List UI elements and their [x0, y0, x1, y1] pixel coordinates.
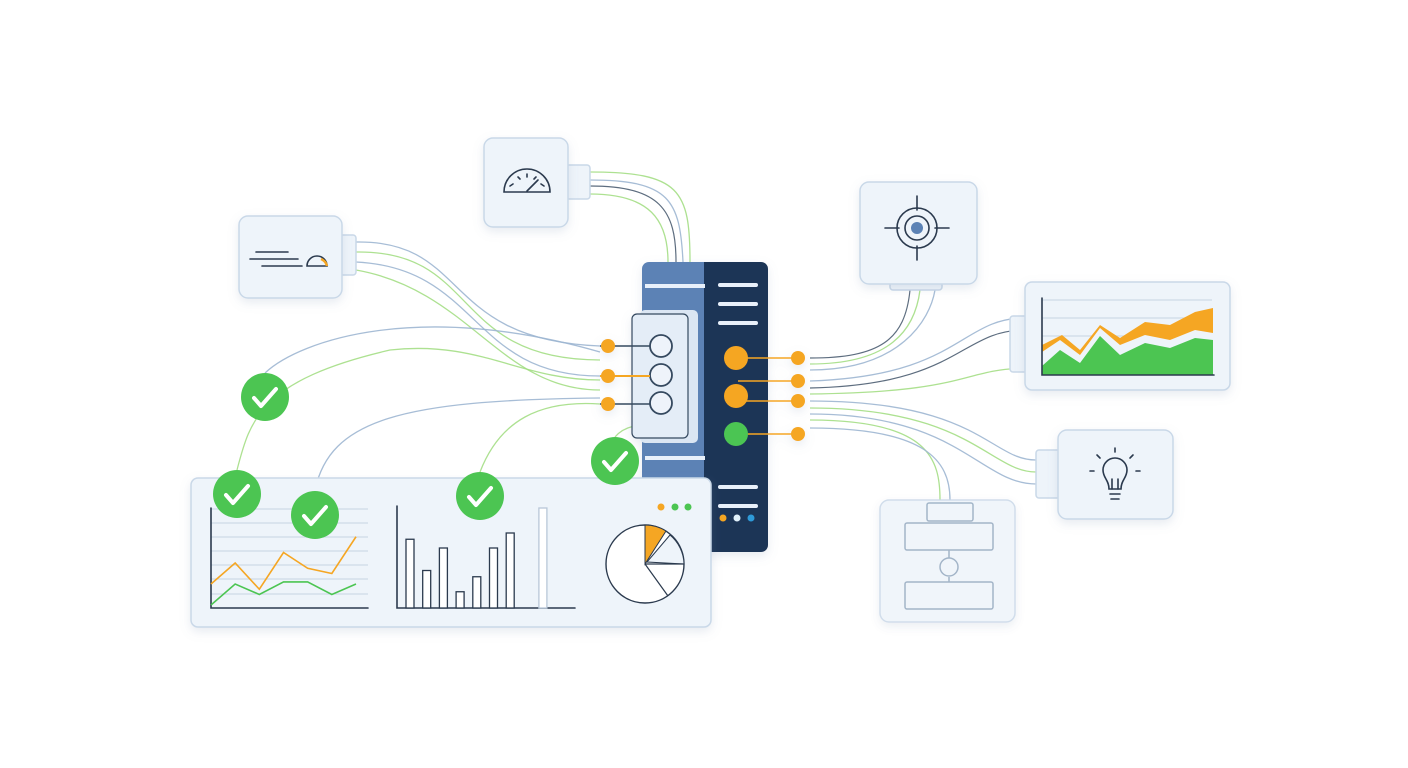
speed-lines-icon — [249, 251, 329, 267]
lightbulb-icon — [1089, 447, 1141, 500]
bar — [472, 576, 482, 609]
bar — [538, 507, 548, 609]
speed-card[interactable] — [238, 215, 357, 299]
check-circle-icon — [291, 491, 339, 539]
check-circle-icon — [456, 472, 504, 520]
area-chart-icon — [1041, 297, 1215, 376]
series-green-line — [210, 581, 357, 606]
crosshair-target-icon — [884, 195, 950, 261]
status-led-3 — [724, 422, 748, 446]
bar — [422, 569, 432, 609]
gauge-icon — [503, 168, 551, 193]
bar — [405, 538, 415, 609]
check-circle-icon — [213, 470, 261, 518]
bar — [505, 532, 515, 609]
port-3[interactable] — [649, 391, 673, 415]
check-circle-icon — [591, 437, 639, 485]
target-card[interactable] — [859, 181, 978, 291]
check-circle-icon — [241, 373, 289, 421]
area-chart-card[interactable] — [1009, 281, 1231, 391]
port-2[interactable] — [649, 363, 673, 387]
bar — [488, 547, 499, 609]
status-led-1 — [724, 346, 748, 370]
flowchart-card[interactable] — [879, 499, 1016, 623]
bar — [438, 547, 449, 609]
gauge-card[interactable] — [483, 137, 591, 228]
status-led-2 — [724, 384, 748, 408]
status-checks — [213, 373, 639, 539]
lightbulb-card[interactable] — [1035, 429, 1174, 520]
port-1[interactable] — [649, 334, 673, 358]
line-chart — [210, 507, 369, 609]
bar — [455, 591, 465, 609]
pie-chart — [605, 524, 685, 604]
flowchart-icon — [904, 502, 994, 610]
dashboard-panel[interactable] — [190, 477, 712, 628]
series-orange-line — [210, 536, 357, 591]
bar-chart — [396, 505, 576, 609]
